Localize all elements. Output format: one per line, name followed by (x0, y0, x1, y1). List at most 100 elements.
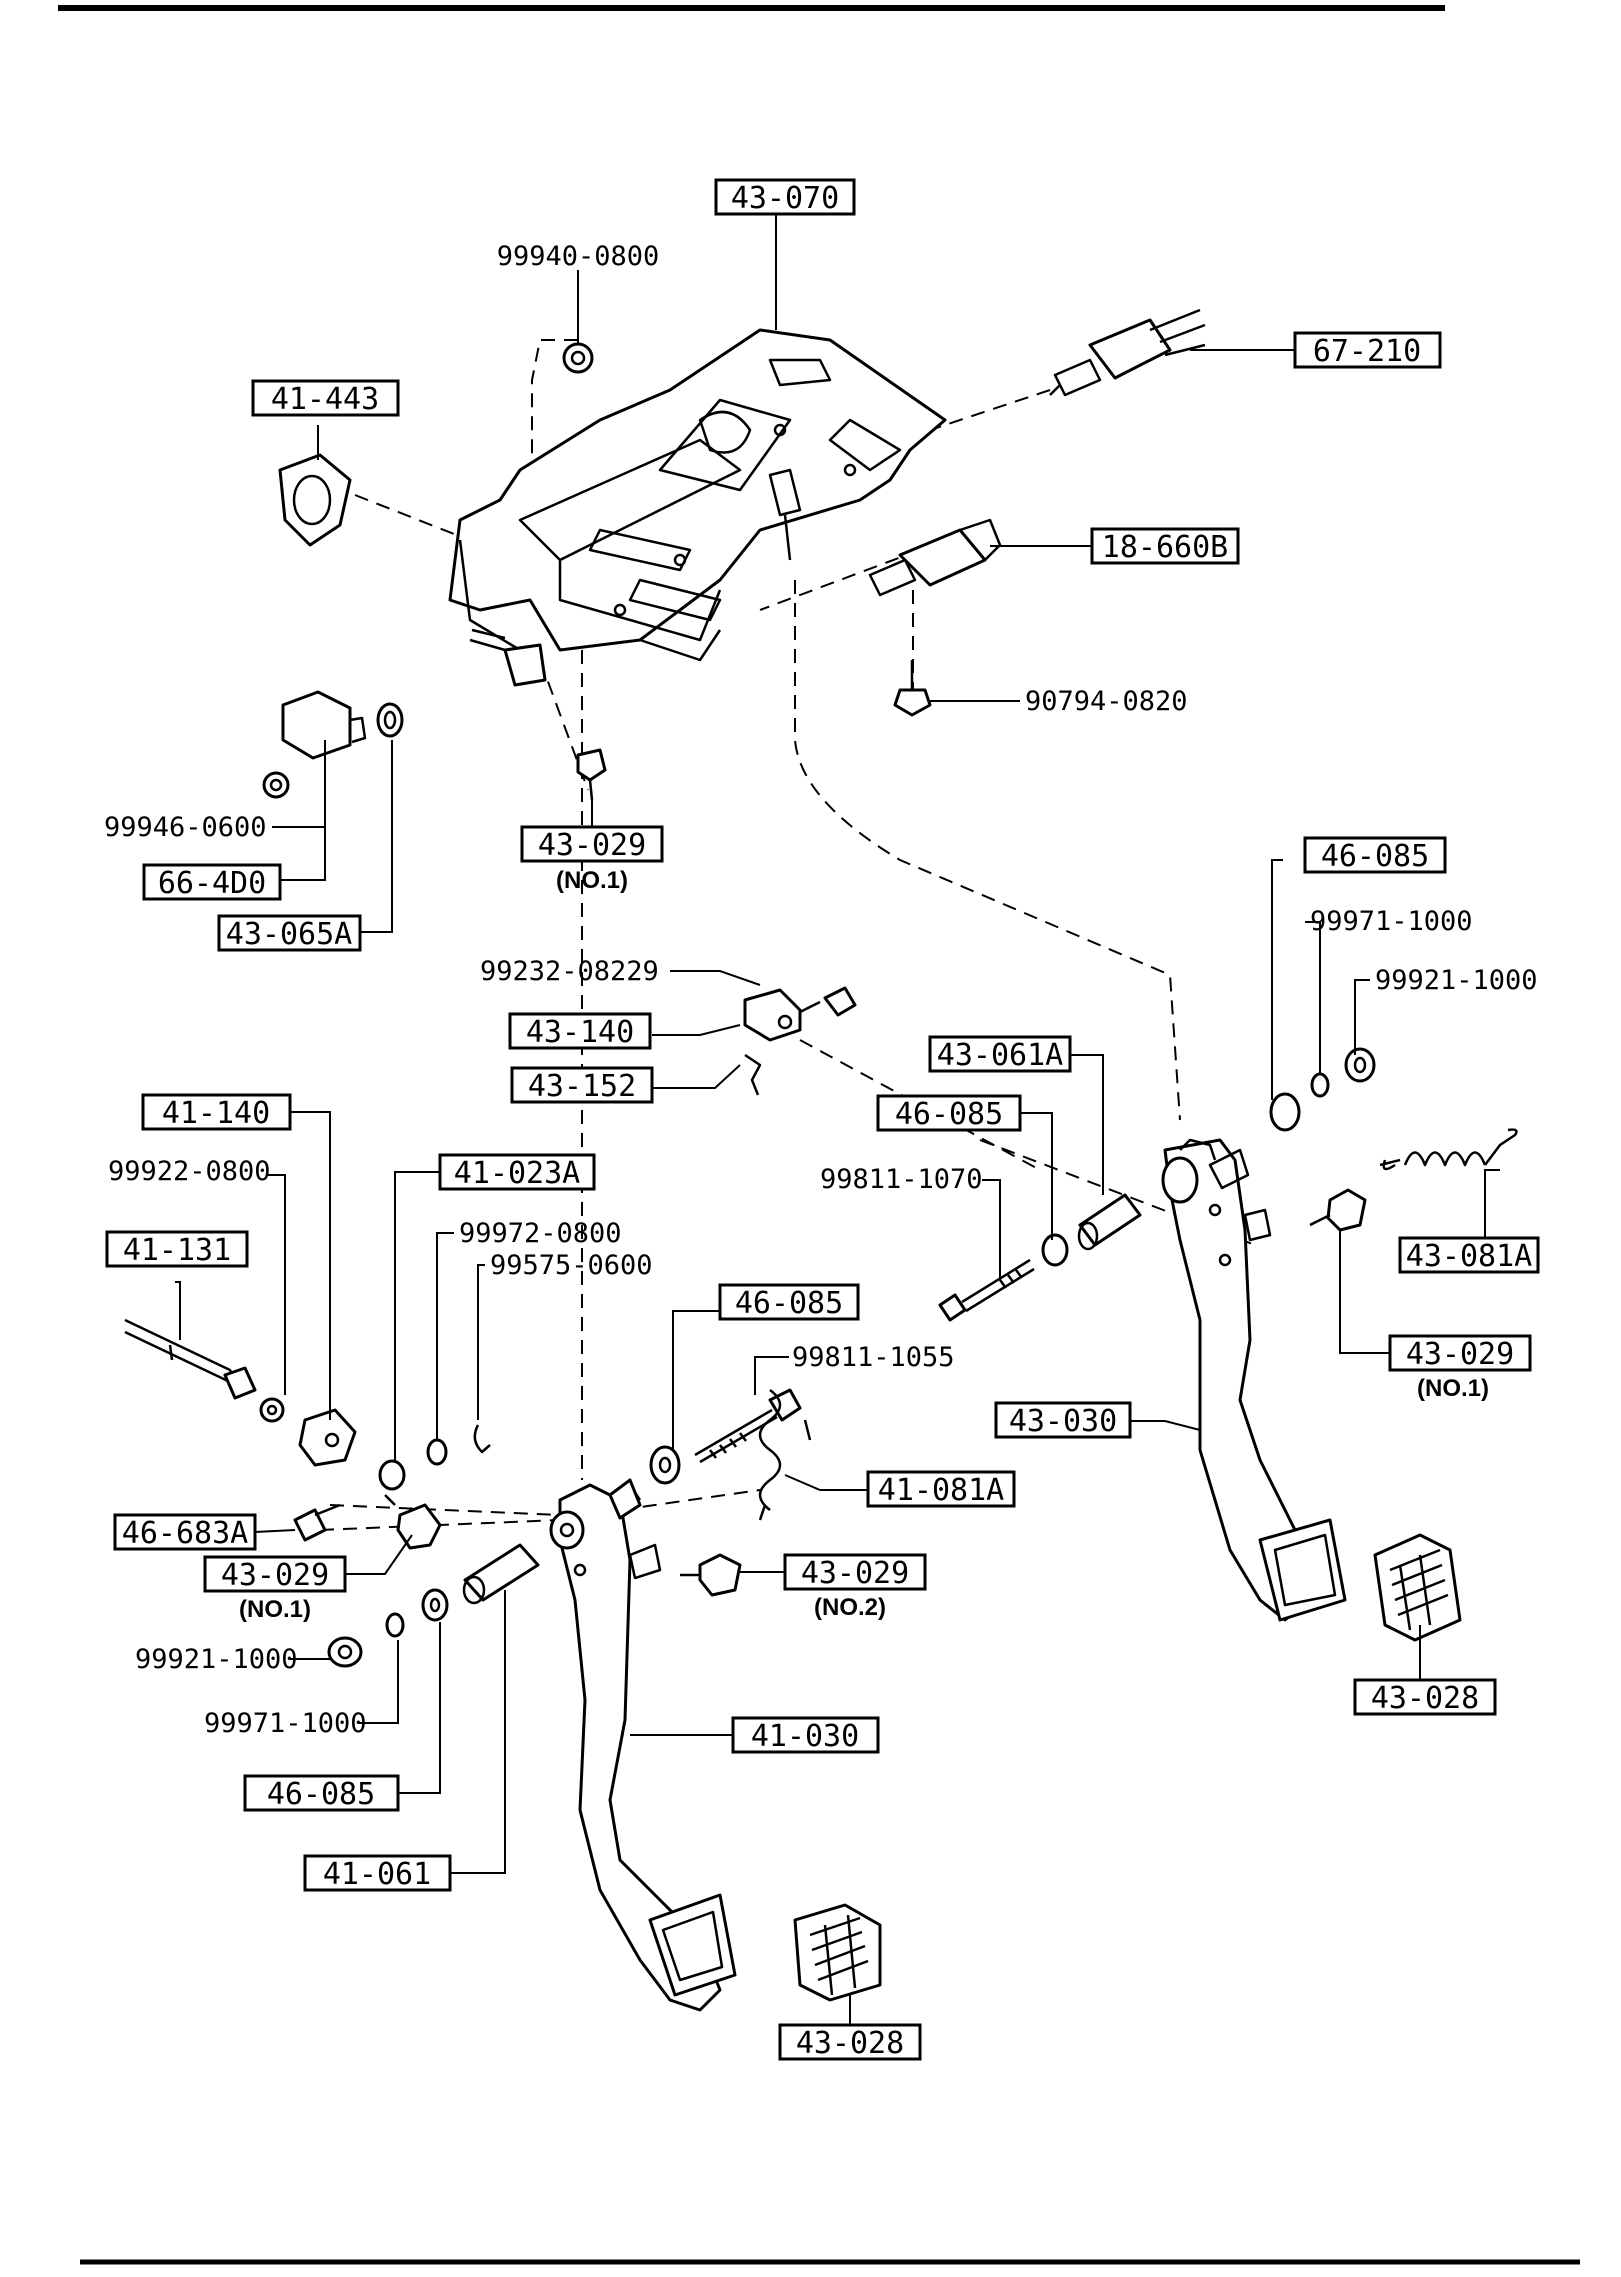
label-43-061A[interactable]: 43-061A (928, 1035, 1072, 1073)
label-43-028-b[interactable]: 43-028 (778, 2023, 922, 2061)
label-46-085-c[interactable]: 46-085 (718, 1283, 860, 1321)
hex-bolt (893, 660, 932, 717)
svg-text:43-065A: 43-065A (226, 917, 352, 952)
flange-nut (562, 342, 594, 374)
note-no1-c: (NO.1) (239, 1596, 311, 1623)
label-90794-0820[interactable]: 90794-0820 (1025, 686, 1188, 717)
label-43-140[interactable]: 43-140 (508, 1012, 652, 1050)
svg-text:67-210: 67-210 (1313, 334, 1421, 369)
label-43-028-a[interactable]: 43-028 (1353, 1678, 1497, 1716)
snap-pin (473, 1424, 491, 1454)
pivot-bolt-left (694, 1388, 802, 1464)
label-43-029-a[interactable]: 43-029 (520, 825, 664, 863)
washer-left (385, 1612, 405, 1638)
label-43-029-d[interactable]: 43-029 (203, 1555, 347, 1593)
label-41-140[interactable]: 41-140 (141, 1093, 292, 1131)
label-67-210[interactable]: 67-210 (1293, 331, 1442, 369)
stopper-top (576, 748, 607, 801)
label-43-029-b[interactable]: 43-029 (1388, 1334, 1532, 1372)
label-99922-0800[interactable]: 99922-0800 (108, 1156, 271, 1187)
label-46-085-a[interactable]: 46-085 (1303, 836, 1447, 874)
label-43-081A[interactable]: 43-081A (1398, 1236, 1540, 1274)
pivot-bolt-right (938, 1258, 1035, 1322)
label-46-683A[interactable]: 46-683A (113, 1513, 257, 1551)
sleeve-left (462, 1543, 540, 1605)
svg-text:43-029: 43-029 (221, 1558, 329, 1593)
svg-text:66-4D0: 66-4D0 (158, 866, 266, 901)
label-99972-0800[interactable]: 99972-0800 (459, 1218, 622, 1249)
svg-text:41-081A: 41-081A (878, 1473, 1004, 1508)
svg-text:43-029: 43-029 (801, 1556, 909, 1591)
pivot-bush-left (649, 1445, 681, 1485)
leader-lines (175, 213, 1500, 2025)
svg-text:41-030: 41-030 (751, 1719, 859, 1754)
cable-rod (124, 1318, 257, 1400)
pedal-pad-right (1373, 1533, 1462, 1642)
label-41-443[interactable]: 41-443 (251, 379, 400, 417)
svg-text:43-070: 43-070 (731, 181, 839, 216)
clevis-pin (799, 986, 857, 1017)
label-99811-1070[interactable]: 99811-1070 (820, 1164, 983, 1195)
label-41-030[interactable]: 41-030 (731, 1716, 880, 1754)
cable-clevis (298, 1408, 357, 1467)
label-99921-1000-a[interactable]: 99921-1000 (1375, 965, 1538, 996)
label-43-065A[interactable]: 43-065A (217, 914, 362, 952)
label-99921-1000-b[interactable]: 99921-1000 (135, 1644, 298, 1675)
svg-text:41-443: 41-443 (271, 382, 379, 417)
nut-left (327, 1636, 363, 1668)
label-41-131[interactable]: 41-131 (105, 1230, 249, 1268)
label-99971-1000-b[interactable]: 99971-1000 (204, 1708, 367, 1739)
svg-text:46-683A: 46-683A (122, 1516, 248, 1551)
label-46-085-b[interactable]: 46-085 (876, 1094, 1022, 1132)
label-99811-1055[interactable]: 99811-1055 (792, 1342, 955, 1373)
stopper-bracket (469, 628, 547, 687)
switch-bracket (281, 690, 367, 760)
label-41-081A[interactable]: 41-081A (866, 1470, 1016, 1508)
stop-lamp-switch (1049, 308, 1206, 397)
svg-text:43-028: 43-028 (1371, 1681, 1479, 1716)
label-46-085-d[interactable]: 46-085 (243, 1774, 400, 1812)
label-99232-08229[interactable]: 99232-08229 (480, 956, 659, 987)
svg-text:46-085: 46-085 (895, 1097, 1003, 1132)
hex-nut-small (262, 771, 290, 799)
note-no1-b: (NO.1) (1417, 1375, 1489, 1402)
svg-text:41-140: 41-140 (162, 1096, 270, 1131)
svg-text:43-029: 43-029 (1406, 1337, 1514, 1372)
bush-left-outer (421, 1588, 449, 1622)
label-43-152[interactable]: 43-152 (510, 1066, 654, 1104)
cable-nut (259, 1397, 285, 1423)
label-99946-0600[interactable]: 99946-0600 (104, 812, 267, 843)
svg-text:41-023A: 41-023A (454, 1156, 580, 1191)
svg-text:18-660B: 18-660B (1102, 530, 1228, 565)
label-43-030[interactable]: 43-030 (994, 1401, 1132, 1439)
return-spring-left (758, 1389, 812, 1521)
label-66-4D0[interactable]: 66-4D0 (142, 863, 282, 901)
label-99971-1000-a[interactable]: 99971-1000 (1310, 906, 1473, 937)
svg-text:43-140: 43-140 (526, 1015, 634, 1050)
stopper-left-no1 (384, 1494, 442, 1550)
stopper-left-no2 (680, 1553, 742, 1597)
svg-text:43-152: 43-152 (528, 1069, 636, 1104)
label-43-070[interactable]: 43-070 (714, 178, 856, 216)
snap-clip (744, 1053, 762, 1096)
label-99940-0800[interactable]: 99940-0800 (497, 241, 660, 272)
brake-pedal (1161, 1138, 1347, 1622)
label-18-660B[interactable]: 18-660B (1090, 527, 1240, 565)
label-41-023A[interactable]: 41-023A (438, 1153, 596, 1191)
stopper-right (1309, 1188, 1367, 1232)
svg-text:46-085: 46-085 (1321, 839, 1429, 874)
return-spring-right (1379, 1128, 1518, 1171)
label-43-029-c[interactable]: 43-029 (783, 1553, 927, 1591)
label-99575-0600[interactable]: 99575-0600 (490, 1250, 653, 1281)
svg-text:46-085: 46-085 (735, 1286, 843, 1321)
pivot-bush-right (1041, 1233, 1069, 1267)
pedal-bracket (448, 328, 947, 662)
svg-text:43-030: 43-030 (1009, 1404, 1117, 1439)
clevis (743, 988, 802, 1042)
label-41-061[interactable]: 41-061 (303, 1854, 452, 1892)
svg-text:41-131: 41-131 (123, 1233, 231, 1268)
pedal-pad-left (793, 1903, 882, 2002)
svg-text:43-028: 43-028 (796, 2026, 904, 2061)
assembly-lines (319, 339, 1256, 1531)
